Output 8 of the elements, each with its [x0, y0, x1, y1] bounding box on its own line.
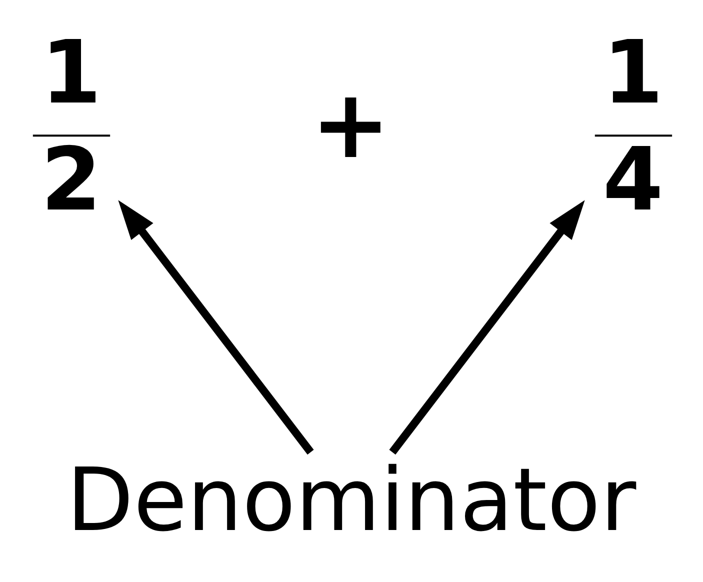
- arrow: [389, 200, 585, 455]
- node-label: 1: [40, 21, 102, 124]
- node-label: 4: [602, 128, 664, 230]
- arrow: [118, 200, 314, 455]
- node-label: 2: [40, 128, 102, 230]
- label: +: [310, 70, 391, 180]
- node-label: 1: [602, 21, 664, 124]
- node-text: Denominator: [66, 448, 636, 551]
